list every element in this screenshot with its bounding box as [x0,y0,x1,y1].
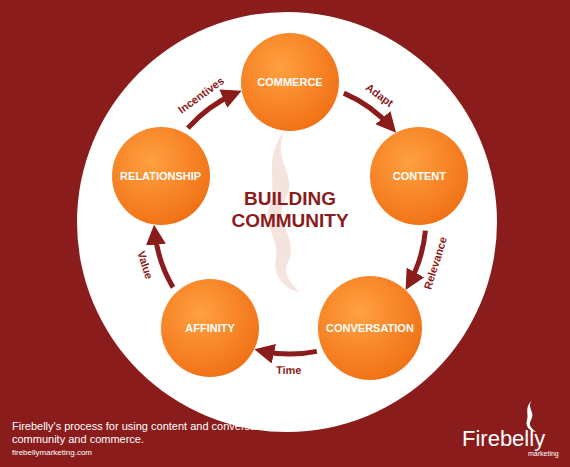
circle-fill [112,127,210,225]
logo-subtitle: marketing [528,450,559,457]
cycle-arrow [155,231,173,288]
node-label: RELATIONSHIP [120,170,201,182]
circle-fill [318,276,422,380]
website-url: firebellymarketing.com [12,448,92,457]
circle-fill [161,279,259,377]
process-circle: CONTENT [370,127,468,225]
circle-fill [370,127,468,225]
node-label: CONVERSATION [326,322,414,334]
cycle-arrow [260,351,317,354]
node-label: CONTENT [393,170,446,182]
circle-fill [241,33,339,131]
process-circle: CONVERSATION [318,276,422,380]
logo-wordmark: Firebelly [462,426,545,452]
white-disc [77,12,497,432]
cycle-arrow [409,231,426,285]
edge-label: Time [273,364,303,376]
process-circle: AFFINITY [161,279,259,377]
diagram-title: BUILDING COMMUNITY [210,188,370,232]
node-label: AFFINITY [185,322,235,334]
caption-text: Firebelly's process for using content an… [12,420,332,446]
node-label: COMMERCE [257,76,322,88]
process-circle: COMMERCE [241,33,339,131]
process-circle: RELATIONSHIP [112,127,210,225]
